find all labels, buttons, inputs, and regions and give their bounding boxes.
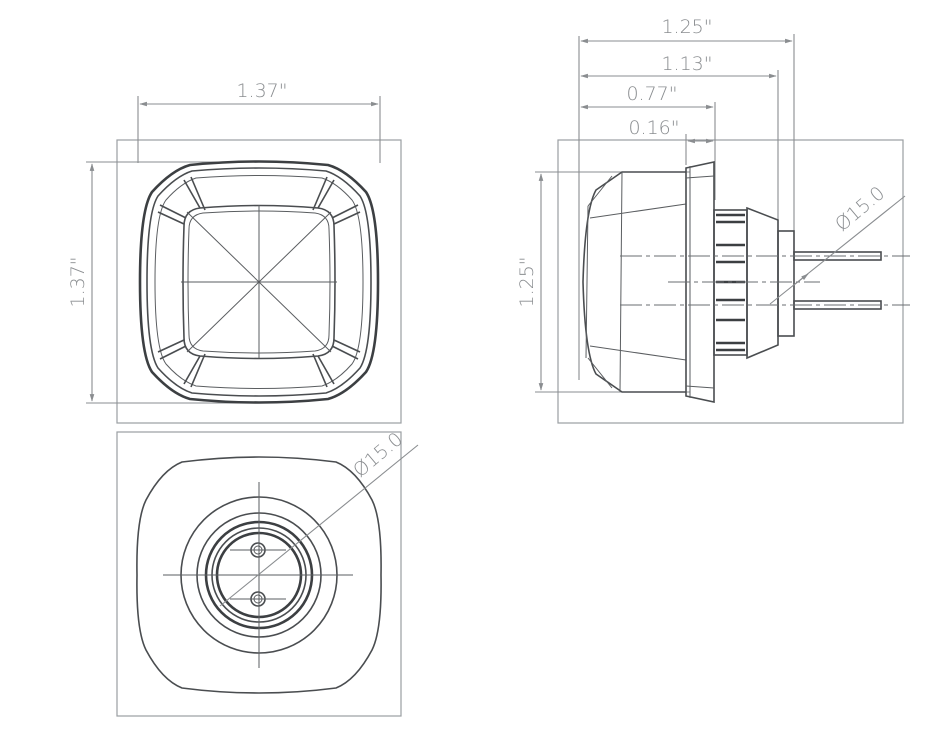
side-flange-length-label: 0.77" bbox=[626, 83, 677, 105]
side-flange-thickness-label: 0.16" bbox=[628, 117, 679, 139]
side-tapered-collar bbox=[746, 206, 779, 360]
bottom-view-frame bbox=[116, 431, 402, 717]
bottom-outer-body bbox=[136, 456, 382, 694]
front-height-label: 1.37" bbox=[67, 256, 89, 307]
bottom-view: Ø15.0 bbox=[116, 428, 419, 717]
bottom-diameter-leader bbox=[219, 444, 419, 607]
side-height-label: 1.25" bbox=[516, 256, 538, 307]
side-diameter-label: Ø15.0 bbox=[831, 182, 889, 236]
front-crosshair bbox=[181, 205, 337, 358]
side-view-frame bbox=[557, 139, 904, 424]
side-view: 1.25" 1.13" 0.77" 0.16" 1.25" bbox=[516, 16, 910, 424]
side-diameter-leader bbox=[769, 195, 906, 305]
front-width-label: 1.37" bbox=[236, 80, 287, 102]
side-flange bbox=[685, 161, 715, 403]
front-outer-body bbox=[138, 160, 380, 404]
side-dome-body bbox=[582, 171, 686, 393]
side-step bbox=[777, 230, 795, 337]
side-step-length-label: 1.13" bbox=[661, 53, 712, 75]
side-overall-length-label: 1.25" bbox=[661, 16, 712, 38]
front-view-frame bbox=[116, 139, 402, 424]
front-view: 1.37" 1.37" bbox=[67, 80, 402, 424]
bottom-diameter-label: Ø15.0 bbox=[349, 428, 407, 482]
